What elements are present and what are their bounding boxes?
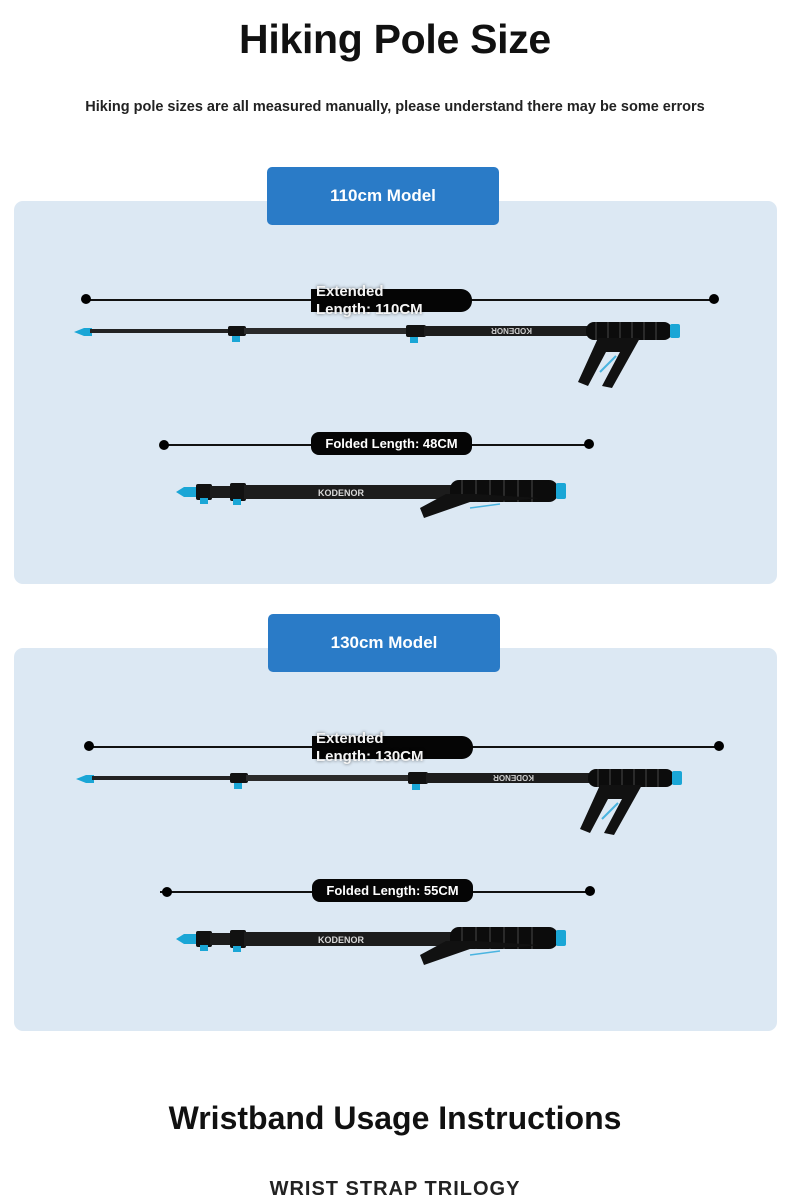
dimension-dot-right [714, 741, 724, 751]
panel-130cm [14, 648, 777, 1031]
dimension-dot-right [585, 886, 595, 896]
wrist-strap-trilogy-heading: WRIST STRAP TRILOGY [269, 1178, 521, 1200]
svg-text:KODENOR: KODENOR [318, 935, 365, 945]
hiking-pole-extended-icon: KODENOR [74, 322, 680, 388]
extended-length-label: Extended Length: 130CM [316, 730, 424, 765]
hiking-pole-folded-icon: KODENOR [176, 927, 566, 965]
svg-text:KODENOR: KODENOR [318, 488, 365, 498]
extended-length-pill [311, 289, 472, 312]
page-subtitle: Hiking pole sizes are all measured manua… [85, 99, 705, 115]
hiking-pole-folded-icon: KODENOR [176, 480, 566, 518]
wristband-section-title: Wristband Usage Instructions [168, 1100, 622, 1136]
dimension-dot-left [81, 294, 91, 304]
folded-length-pill: Folded Length: 55CM [312, 879, 473, 902]
dimension-dot-left [159, 440, 169, 450]
extended-length-pill [312, 736, 473, 759]
page-title: Hiking Pole Size [239, 16, 551, 62]
svg-text:KODENOR: KODENOR [493, 773, 534, 782]
extended-length-label: Extended Length: 110CM [316, 283, 423, 318]
dimension-dot-left [162, 887, 172, 897]
model-tab-130cm: 130cm Model [268, 614, 500, 672]
hiking-pole-extended-icon: KODENOR [76, 769, 682, 835]
svg-text:KODENOR: KODENOR [491, 326, 532, 335]
dimension-dot-right [709, 294, 719, 304]
dimension-dot-left [84, 741, 94, 751]
panel-110cm [14, 201, 777, 584]
model-tab-110cm: 110cm Model [267, 167, 499, 225]
dimension-dot-right [584, 439, 594, 449]
folded-length-pill: Folded Length: 48CM [311, 432, 472, 455]
